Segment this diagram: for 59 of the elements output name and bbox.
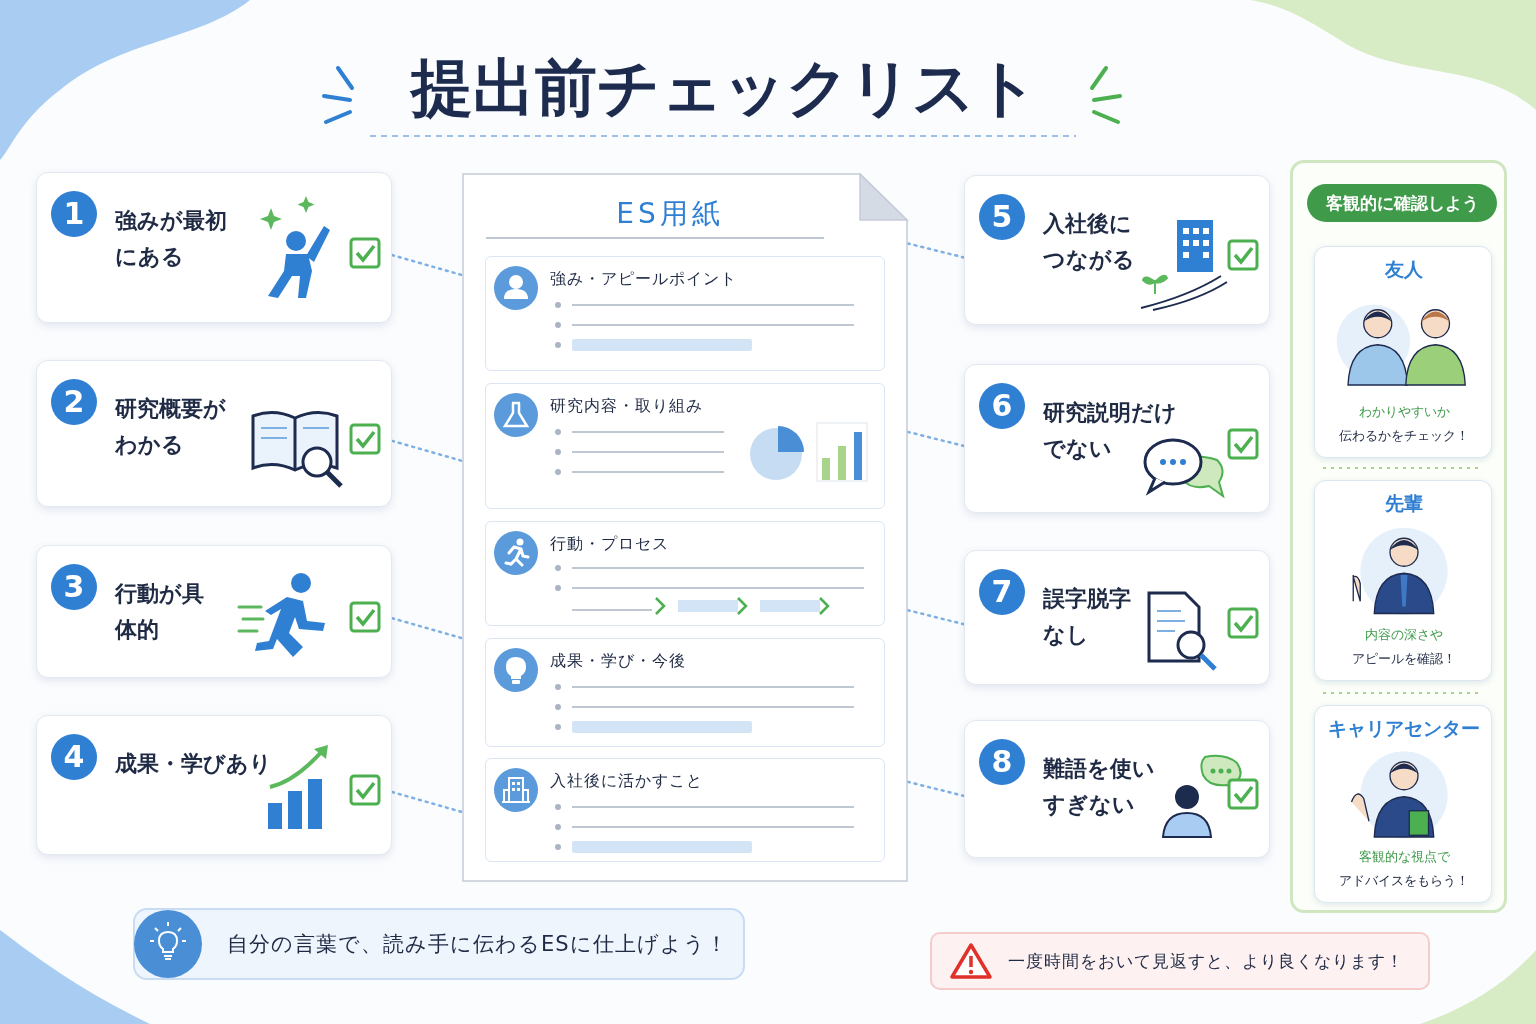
advisor-card [1314,480,1492,681]
advisor-title: 友人 [1384,257,1424,282]
advice-note: 客観的な視点で [1357,848,1451,866]
checklist-card [36,545,392,678]
checklist-card [964,175,1270,325]
card-label: 入社後につながる [1043,210,1136,274]
checklist-card [964,720,1270,858]
advisor-title: キャリアセンター [1327,716,1481,741]
section-heading: 行動・プロセス [550,534,669,555]
advice-panel [1290,160,1507,913]
document-sheet [462,173,908,882]
card-label: 成果・学びあり [115,750,273,778]
card-label: 難語を使いすぎない [1043,755,1156,819]
sheet-heading: ES用紙 [615,196,725,232]
form-section [485,383,885,509]
number-badge: 6 [979,383,1025,429]
number-badge: 3 [51,564,97,610]
section-heading: 入社後に活かすこと [550,771,703,792]
advice-note: 伝わるかをチェック！ [1338,427,1470,445]
checklist-card [36,715,392,855]
number-badge: 7 [979,569,1025,615]
advice-note: わかりやすいか [1357,403,1451,421]
advisor-card [1314,705,1492,903]
form-section [485,638,885,747]
card-label: 誤字脱字なし [1043,585,1132,649]
advice-note: アピールを確認！ [1351,650,1457,668]
section-heading: 成果・学び・今後 [550,651,686,672]
checklist-card [964,364,1270,513]
checklist-card [36,360,392,507]
tip-banner [133,908,745,980]
number-badge: 2 [51,379,97,425]
form-section [485,256,885,371]
number-badge: 4 [51,734,97,780]
checklist-card [36,172,392,323]
card-label: 強みが最初にある [115,207,228,271]
advisor-card [1314,246,1492,458]
number-badge: 8 [979,739,1025,785]
warning-text: 一度時間をおいて見返すと、より良くなります！ [1008,950,1404,973]
tip-text: 自分の言葉で、読み手に伝わるESに仕上げよう！ [227,931,728,958]
title: 提出前チェックリスト [408,50,1039,126]
advice-note: アドバイスをもらう！ [1338,872,1470,890]
number-badge: 1 [51,191,97,237]
card-label: 行動が具体的 [115,580,205,644]
section-heading: 研究内容・取り組み [550,396,703,417]
form-section [485,758,885,862]
advice-note: 内容の深さや [1364,626,1444,644]
card-label: 研究説明だけでない [1043,399,1178,463]
heading-pill: 客観的に確認しよう [1307,184,1497,222]
checklist-card [964,550,1270,685]
advisor-title: 先輩 [1384,491,1424,516]
connector-line [390,790,464,814]
connector-line [390,616,464,640]
connector-line [390,253,464,277]
card-label: 研究概要がわかる [115,395,227,459]
form-section [485,521,885,626]
connector-line [390,439,464,463]
warning-banner [930,932,1430,990]
section-heading: 強み・アピールポイント [550,269,737,290]
number-badge: 5 [979,194,1025,240]
